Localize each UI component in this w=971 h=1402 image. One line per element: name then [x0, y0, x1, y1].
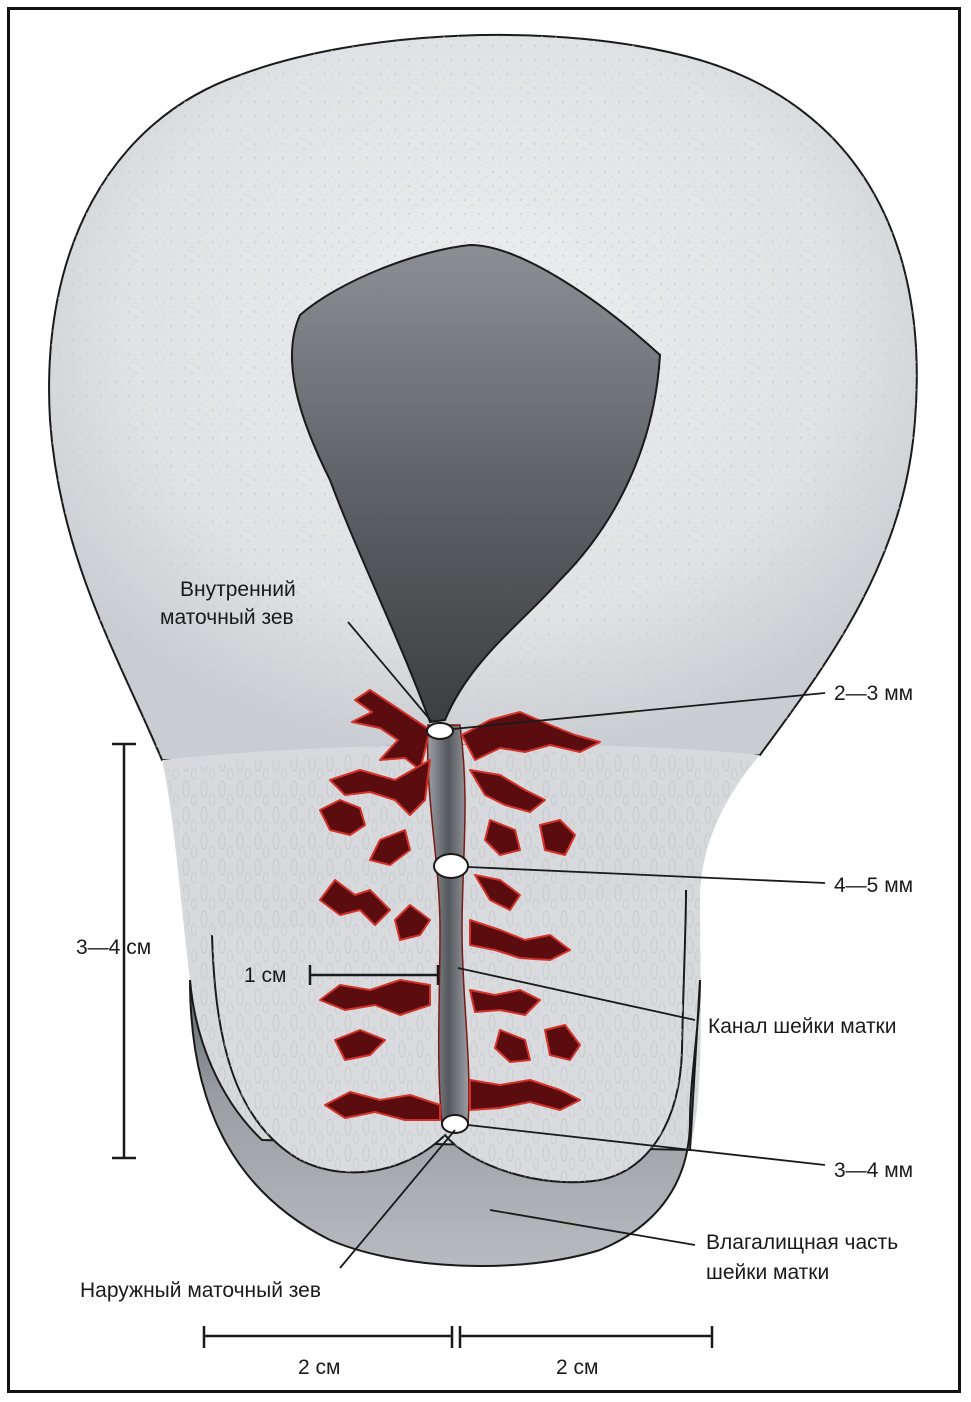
scale-right-label: 2 см: [556, 1356, 598, 1379]
external-os-label: Наружный маточный зев: [80, 1279, 321, 1302]
one-cm-label: 1 см: [244, 964, 286, 987]
cervix-length-label: 3—4 см: [76, 936, 151, 959]
internal-os-ring: [427, 723, 453, 739]
width-middle-label: 4—5 мм: [834, 874, 913, 897]
width-external-label: 3—4 мм: [834, 1159, 913, 1182]
scale-left-label: 2 см: [298, 1356, 340, 1379]
width-internal-label: 2—3 мм: [834, 682, 913, 705]
scale-bar: [204, 1326, 712, 1348]
vaginal-part-label-line1: Влагалищная часть: [706, 1231, 898, 1254]
internal-os-label-line1: Внутренний: [180, 578, 296, 601]
cervical-canal-label: Канал шейки матки: [708, 1015, 896, 1038]
internal-os-label-line2: маточный зев: [160, 606, 294, 629]
vaginal-part-label-line2: шейки матки: [706, 1261, 829, 1284]
middle-canal-ring: [434, 854, 468, 878]
